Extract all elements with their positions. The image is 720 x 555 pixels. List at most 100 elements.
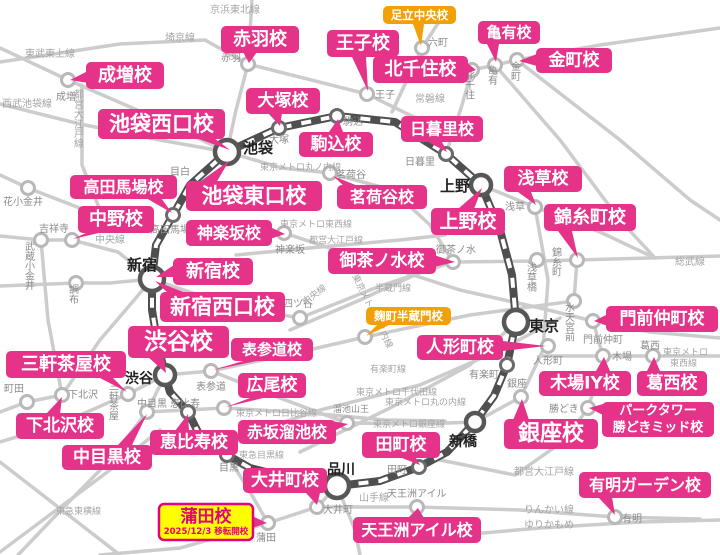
school-label-box <box>98 109 225 139</box>
school-label-box <box>539 371 631 396</box>
school-label-ebisu[interactable]: 恵比寿校 <box>150 414 238 455</box>
school-pointer <box>647 357 660 371</box>
station-circle <box>411 459 427 475</box>
station-label: 亀有 <box>488 64 498 87</box>
station-label: 上野 <box>440 177 470 195</box>
school-label-box <box>157 502 255 542</box>
station-label: 大井町 <box>323 503 353 516</box>
station-label: 北千住 <box>465 70 475 102</box>
school-name: 中目黒校 <box>73 447 142 468</box>
school-label-kojimachi-hanzomon[interactable]: 麹町半蔵門校 <box>366 307 451 336</box>
school-name: 金町校 <box>548 50 601 71</box>
school-label-ginza[interactable]: 銀座校 <box>504 399 598 449</box>
station-circle <box>139 404 155 420</box>
school-label-kasai[interactable]: 葛西校 <box>637 357 707 396</box>
school-label-box <box>327 30 399 57</box>
school-label-omotesando[interactable]: 表参道校 <box>213 338 313 370</box>
school-label-nakano[interactable]: 中野校 <box>73 206 154 239</box>
station-label: 花小金井 <box>3 195 43 208</box>
school-pointer <box>333 176 358 186</box>
school-label-hiroo[interactable]: 広尾校 <box>226 373 306 407</box>
school-name: 恵比寿校 <box>160 432 229 453</box>
line-label: 総武線 <box>675 255 705 268</box>
station-label: 成増 <box>56 90 76 103</box>
school-labels-layer: 赤羽校成増校池袋西口校高田馬場校中野校池袋東口校神楽坂校新宿校新宿西口校渋谷校大… <box>6 6 718 543</box>
school-label-oimachi[interactable]: 大井町校 <box>243 468 327 505</box>
school-label-nakameguro[interactable]: 中目黒校 <box>62 414 152 470</box>
station-circle <box>64 232 80 248</box>
school-label-kagurazaka[interactable]: 神楽坂校 <box>186 220 285 246</box>
school-label-kanamachi[interactable]: 金町校 <box>519 48 612 73</box>
school-label-komagome[interactable]: 駒込校 <box>299 119 373 157</box>
school-name: 渋谷校 <box>144 328 214 355</box>
school-label-kitasenju[interactable]: 北千住校 <box>373 56 476 83</box>
school-label-box <box>16 413 104 439</box>
school-name: 門前仲町校 <box>620 308 706 329</box>
school-label-akasaka-tameike[interactable]: 赤坂溜池校 <box>238 420 348 444</box>
station-label: 下北沢 <box>68 388 98 401</box>
school-pointer <box>196 138 230 150</box>
school-pointer <box>46 397 62 414</box>
school-label-ikebukuro-higashiguchi[interactable]: 池袋東口校 <box>186 161 322 211</box>
station-label: 品川 <box>327 462 355 478</box>
school-label-kinshicho[interactable]: 錦糸町校 <box>544 204 636 258</box>
school-label-ochanomizu[interactable]: 御茶ノ水校 <box>328 248 455 274</box>
line-label: 東急東横線 <box>56 505 101 517</box>
school-label-ningyocho[interactable]: 人形町校 <box>417 335 546 360</box>
school-name: 大塚校 <box>258 90 310 111</box>
school-label-tamachi[interactable]: 田町校 <box>362 432 440 465</box>
school-label-narimasu[interactable]: 成増校 <box>70 62 164 89</box>
station-label: 表参道 <box>196 380 226 393</box>
school-name: 池袋東口校 <box>202 184 308 208</box>
school-label-sangenjaya[interactable]: 三軒茶屋校 <box>6 351 127 392</box>
line-label: 西武池袋線 <box>2 97 52 110</box>
station-circle <box>54 387 70 403</box>
school-pointer <box>98 377 127 392</box>
line-label: 東武東上線 <box>25 47 75 60</box>
school-label-box <box>6 351 126 378</box>
school-label-myogadani[interactable]: 茗荷谷校 <box>333 176 427 209</box>
school-label-box <box>353 517 481 543</box>
school-pointer <box>243 52 257 63</box>
line-label: りんかい線 <box>524 503 574 516</box>
school-label-kameari[interactable]: 亀有校 <box>478 21 540 62</box>
station-circle <box>33 232 49 248</box>
school-name: 蒲田校 <box>181 506 233 527</box>
school-label-shimokitazawa[interactable]: 下北沢校 <box>16 397 104 439</box>
school-label-otsuka[interactable]: 大塚校 <box>246 88 320 126</box>
school-label-adachi-chuo[interactable]: 足立中央校 <box>383 6 456 46</box>
school-label-oji[interactable]: 王子校 <box>327 30 399 91</box>
school-pointer <box>458 188 482 209</box>
station-label: 恵比寿 <box>170 397 200 410</box>
school-name: 三軒茶屋校 <box>21 353 112 375</box>
school-label-asakusa[interactable]: 浅草校 <box>504 166 582 205</box>
station-circle <box>438 146 454 162</box>
school-name: 麹町半蔵門校 <box>373 309 443 323</box>
school-label-shibuya[interactable]: 渋谷校 <box>128 326 229 373</box>
rail-line <box>451 254 720 264</box>
school-name: 日暮里校 <box>410 120 475 139</box>
school-label-takadanobaba[interactable]: 高田馬場校 <box>70 175 177 213</box>
school-label-shinjuku[interactable]: 新宿校 <box>156 258 253 285</box>
school-label-ikebukuro-nishiguchi[interactable]: 池袋西口校 <box>98 109 230 150</box>
station-label: 日暮里 <box>405 155 435 168</box>
station-circle <box>566 293 582 309</box>
school-pointer <box>558 231 578 258</box>
school-label-monzen-nakacho[interactable]: 門前仲町校 <box>594 306 718 332</box>
school-label-ueno[interactable]: 上野校 <box>431 188 505 235</box>
school-pointer <box>73 232 103 239</box>
school-label-nippori[interactable]: 日暮里校 <box>401 116 483 152</box>
school-label-box <box>504 166 582 192</box>
school-label-tennozu-isle[interactable]: 天王洲アイル校 <box>353 508 481 543</box>
line-label: 半蔵門線 <box>375 282 411 294</box>
school-label-kiba[interactable]: 木場IY校 <box>539 357 631 396</box>
line-label: 東京メトロ千代田線 <box>356 386 437 398</box>
rail-line <box>234 233 447 257</box>
school-pointer <box>487 44 499 62</box>
school-label-ariake-garden[interactable]: 有明ガーデン校 <box>579 472 711 515</box>
school-label-akabane[interactable]: 赤羽校 <box>221 26 299 63</box>
school-label-shinjuku-nishiguchi[interactable]: 新宿西口校 <box>155 281 285 322</box>
